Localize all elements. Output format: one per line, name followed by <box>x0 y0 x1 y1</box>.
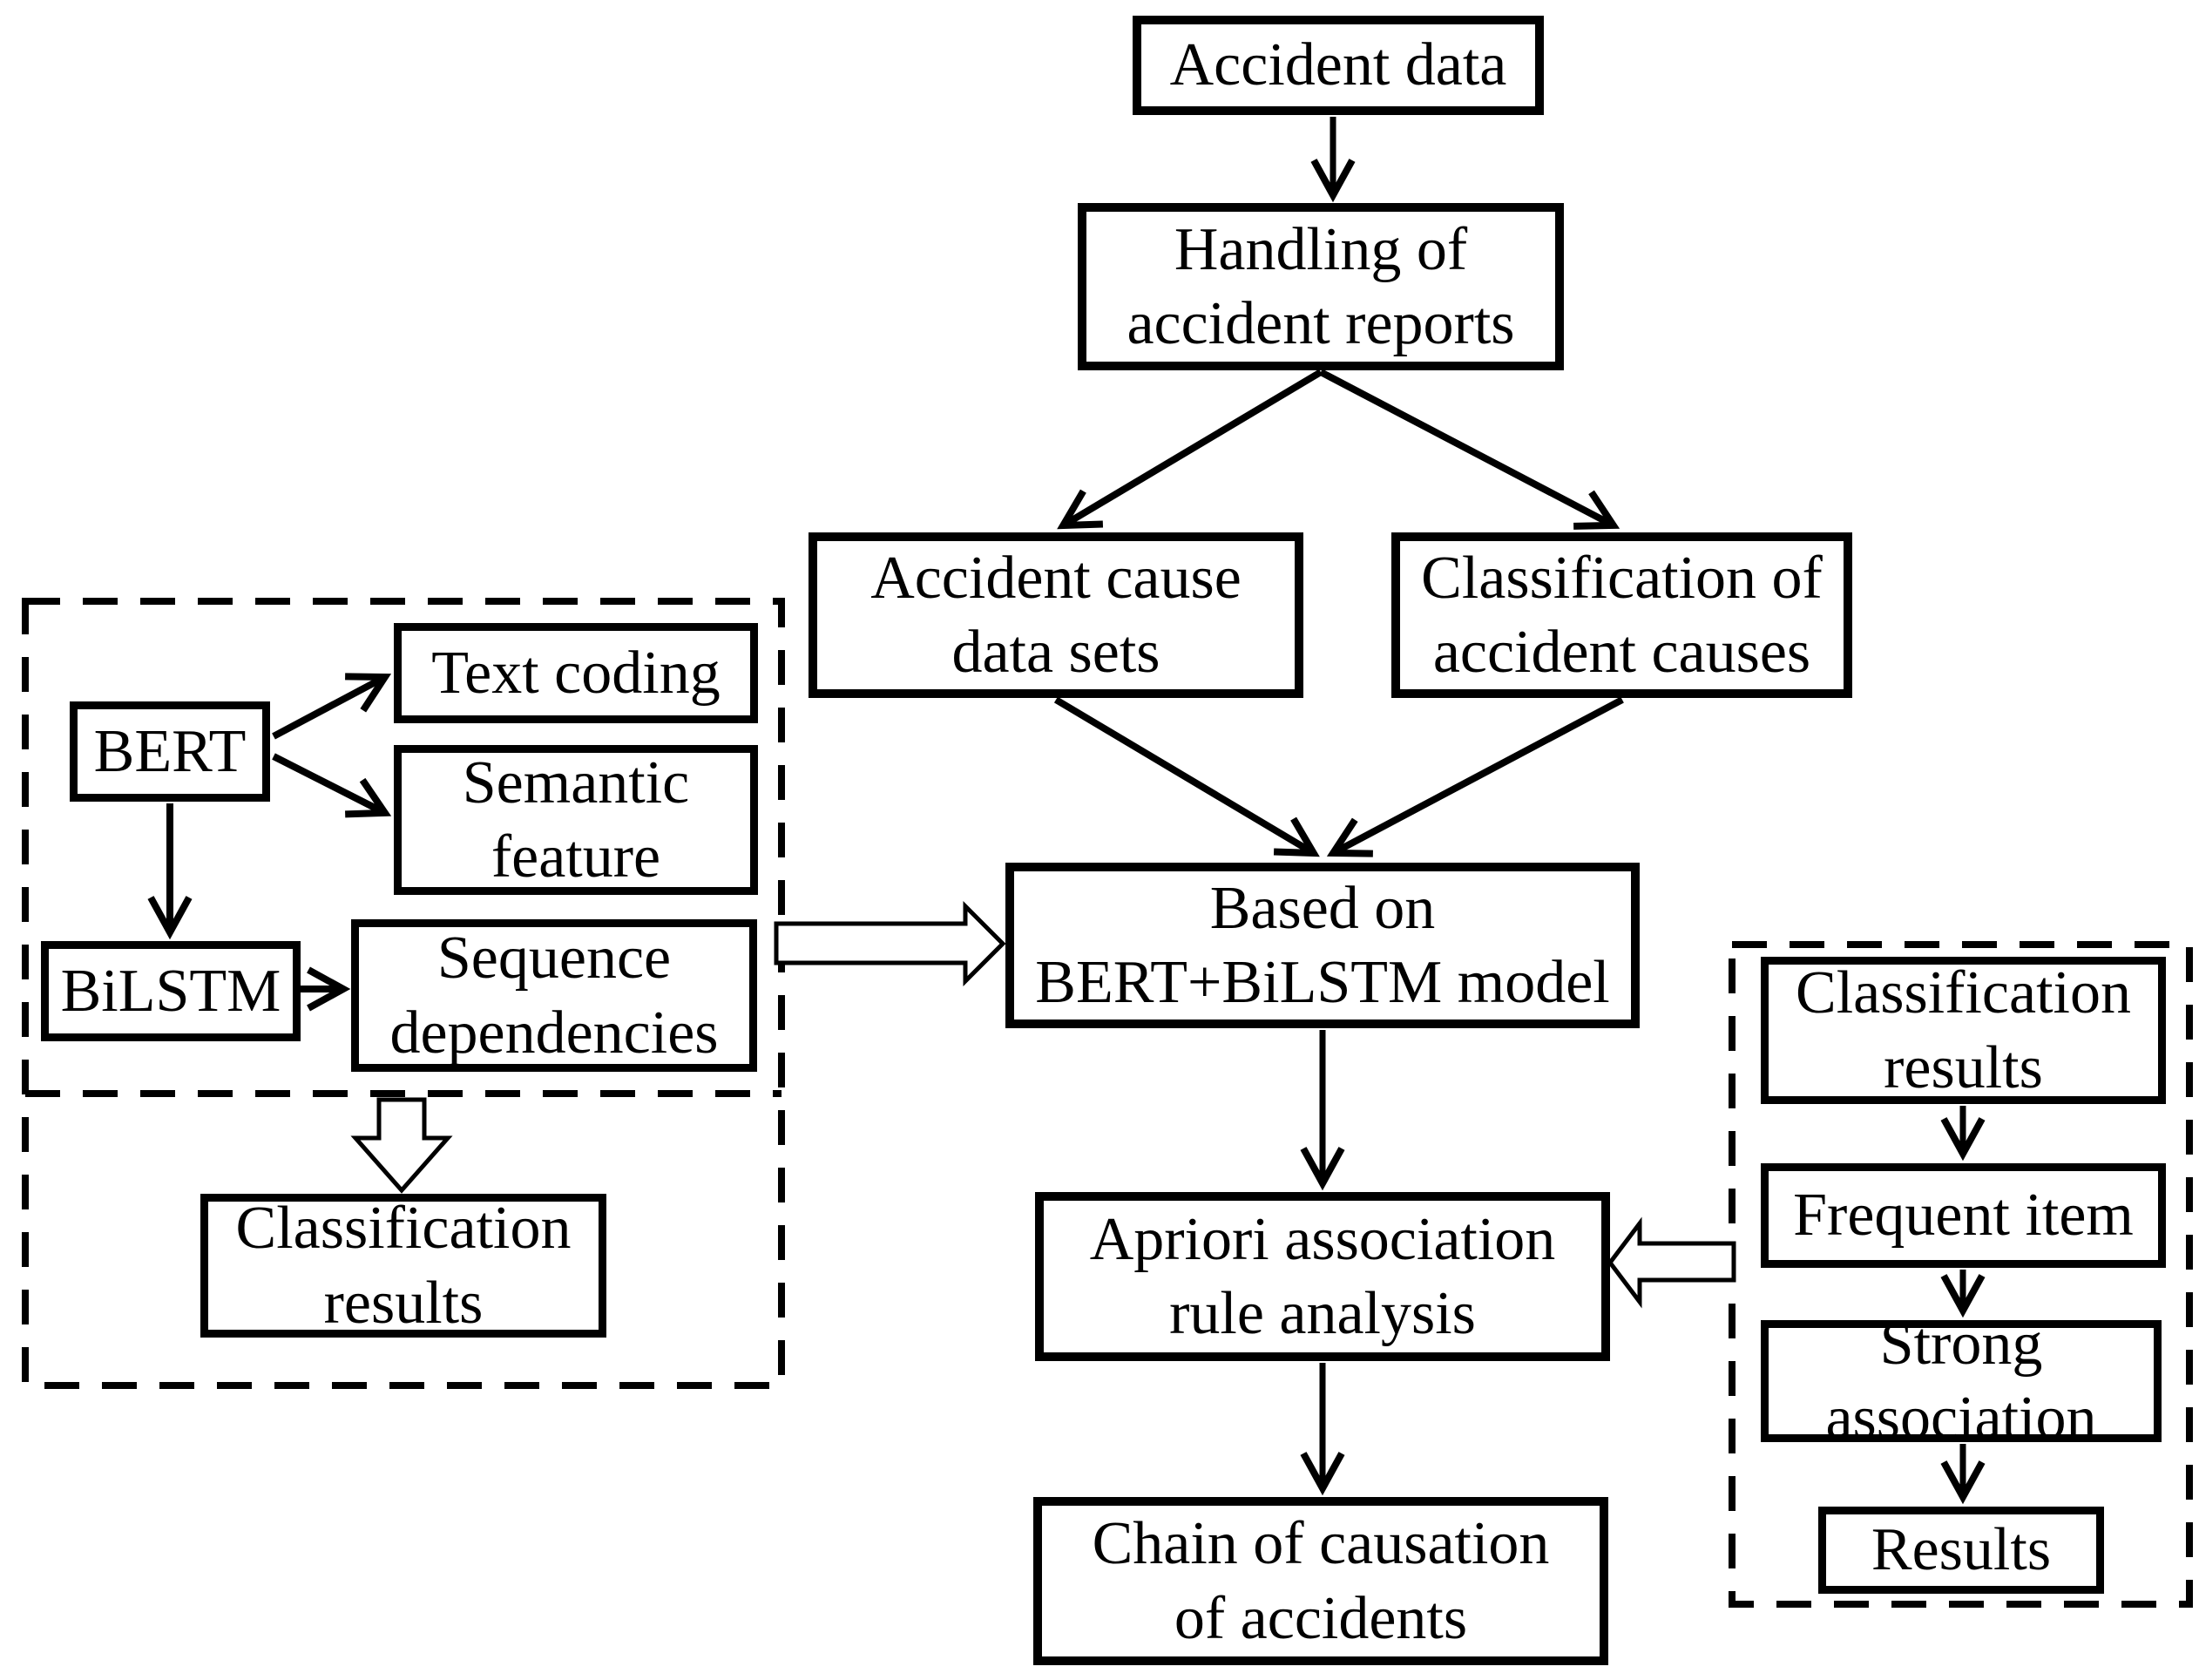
arrow-handling-to-classification-causes <box>1319 369 1620 530</box>
node-bilstm: BiLSTM <box>41 941 301 1041</box>
node-bert: BERT <box>70 701 270 802</box>
node-classification-of-accident-causes: Classification of accident causes <box>1391 532 1852 698</box>
node-apriori-association-rule-analysis: Apriori association rule analysis <box>1035 1192 1610 1361</box>
node-text-coding-label: Text coding <box>431 639 721 707</box>
node-text-coding: Text coding <box>394 623 758 723</box>
node-accident-data-label: Accident data <box>1169 31 1507 99</box>
node-accident-cause-data-sets: Accident cause data sets <box>809 532 1303 698</box>
node-handling-label: Handling of accident reports <box>1127 215 1515 357</box>
node-accident-cause-label: Accident cause data sets <box>870 544 1242 686</box>
arrow-bert-to-text-coding <box>272 673 392 740</box>
node-based-on-label: Based on BERT+BiLSTM model <box>1035 874 1610 1016</box>
node-chain-of-causation: Chain of causation of accidents <box>1033 1497 1608 1665</box>
arrow-handling-to-accident-cause <box>1057 369 1323 530</box>
node-sequence-dependencies-label: Sequence dependencies <box>389 925 719 1067</box>
node-bert-label: BERT <box>93 717 247 785</box>
node-bilstm-label: BiLSTM <box>60 957 281 1025</box>
node-frequent-item: Frequent item <box>1761 1163 2166 1268</box>
node-handling-of-accident-reports: Handling of accident reports <box>1078 203 1564 370</box>
node-sequence-dependencies: Sequence dependencies <box>351 919 757 1072</box>
arrow-bert-to-semantic-feature <box>272 753 392 818</box>
node-classification-results-right-label: Classification results <box>1796 959 2131 1101</box>
arrow-accident-cause-to-based-on <box>1053 696 1320 857</box>
hollow-arrow-right-group-to-apriori <box>1607 1216 1736 1309</box>
node-classification-results-right: Classification results <box>1761 957 2166 1104</box>
node-semantic-feature: Semantic feature <box>394 745 758 895</box>
node-frequent-item-label: Frequent item <box>1793 1182 2134 1250</box>
node-strong-association-label: Strong association <box>1825 1310 2097 1452</box>
bert-bilstm-dashed-group <box>22 598 785 1389</box>
node-apriori-label: Apriori association rule analysis <box>1089 1205 1556 1347</box>
node-chain-label: Chain of causation of accidents <box>1092 1510 1550 1652</box>
node-semantic-feature-label: Semantic feature <box>462 749 690 891</box>
hollow-arrow-to-classification-results-left <box>350 1097 453 1194</box>
node-accident-data: Accident data <box>1133 16 1544 115</box>
arrow-classification-causes-to-based-on <box>1326 696 1624 857</box>
node-classification-results-left: Classification results <box>200 1194 606 1338</box>
node-results: Results <box>1818 1507 2104 1594</box>
node-classification-results-left-label: Classification results <box>235 1195 572 1337</box>
node-classification-causes-label: Classification of accident causes <box>1421 544 1823 686</box>
node-based-on-bert-bilstm-model: Based on BERT+BiLSTM model <box>1005 863 1640 1028</box>
hollow-arrow-left-group-to-based-on <box>774 900 1006 987</box>
node-results-label: Results <box>1871 1516 2052 1584</box>
node-strong-association: Strong association <box>1761 1311 2162 1452</box>
